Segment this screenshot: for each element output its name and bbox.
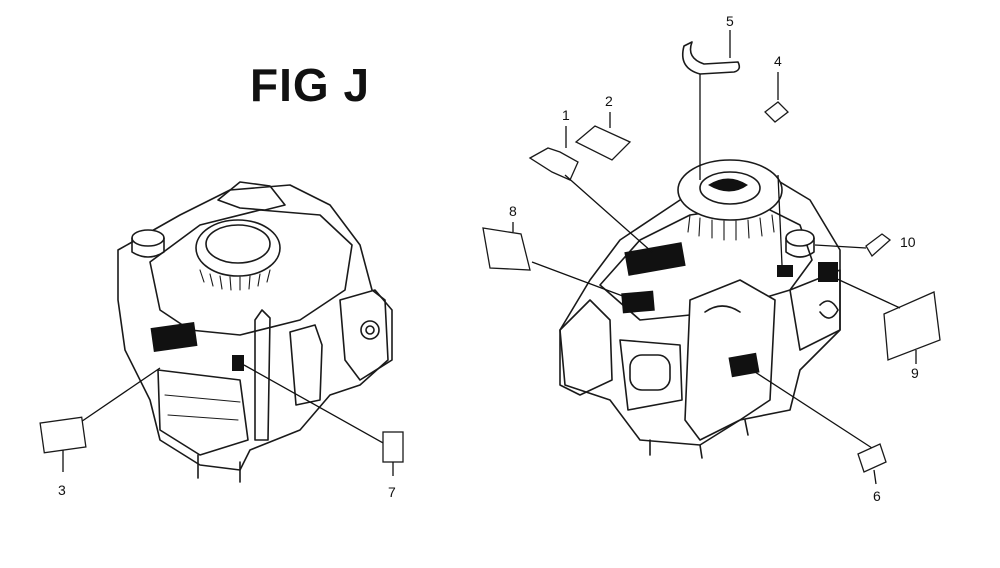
leader-10	[814, 244, 867, 249]
leader-1	[564, 174, 653, 253]
left-engine	[117, 181, 393, 483]
leader-7	[243, 364, 386, 445]
leader-8	[531, 261, 629, 299]
left-engine-bolt	[360, 320, 380, 340]
label-card-9	[883, 291, 941, 361]
left-engine-right-bracket	[339, 289, 393, 381]
right-engine-decal-9	[818, 262, 838, 282]
right-engine-decal-8	[621, 290, 655, 314]
leader-3	[71, 367, 161, 429]
callout-2: 2	[605, 93, 613, 109]
right-engine-dome-swirl	[708, 178, 748, 192]
right-engine-window	[629, 354, 671, 391]
left-engine-fins	[199, 269, 271, 291]
callout-8: 8	[509, 203, 517, 219]
right-engine-dome-inner	[699, 171, 761, 205]
label-card-8	[482, 227, 531, 271]
right-engine-fins	[687, 214, 775, 241]
label-card-1	[528, 147, 579, 181]
right-engine-front-box-slot	[704, 305, 741, 313]
right-engine-decal-1	[624, 242, 686, 276]
right-engine-decal-4	[777, 265, 793, 277]
leader-4	[777, 174, 783, 266]
left-engine-top-handle	[217, 181, 286, 211]
label-card-6	[857, 443, 887, 473]
left-engine-cap	[131, 229, 165, 247]
right-engine	[559, 159, 841, 459]
right-engine-legs	[649, 419, 749, 459]
right-engine-oil-pan	[619, 339, 683, 411]
callout-9: 9	[911, 365, 919, 381]
leader-6	[754, 371, 873, 449]
leader-9	[834, 277, 901, 309]
callout-3: 3	[58, 482, 66, 498]
left-engine-shroud	[149, 209, 353, 336]
label-card-2	[574, 125, 632, 161]
right-engine-shroud	[599, 204, 813, 321]
right-engine-left-housing	[559, 299, 613, 396]
left-engine-sump-lines	[164, 394, 241, 421]
leader-6-tail	[873, 469, 877, 485]
left-engine-decal-7	[232, 355, 244, 371]
left-engine-legs	[197, 454, 241, 483]
label-card-10	[865, 233, 892, 258]
left-engine-cap-side	[131, 237, 165, 258]
label-card-3	[39, 416, 87, 454]
left-engine-sump	[157, 369, 249, 456]
label-card-4	[764, 101, 789, 123]
left-engine-bolt-inner	[365, 325, 375, 335]
right-engine-decal-6	[728, 352, 760, 378]
left-callouts: 3 7	[39, 364, 404, 500]
left-engine-dome-inner	[205, 224, 271, 264]
left-engine-decal-3	[150, 322, 198, 352]
label-card-7	[382, 431, 404, 463]
callout-4: 4	[774, 53, 782, 69]
figure-title: FIG J	[250, 59, 371, 111]
right-engine-side-curl	[819, 300, 839, 319]
callout-10: 10	[900, 234, 916, 250]
callout-6: 6	[873, 488, 881, 504]
callout-7: 7	[388, 484, 396, 500]
callout-1: 1	[562, 107, 570, 123]
right-engine-cap-side	[785, 237, 815, 258]
left-engine-dome	[195, 219, 281, 277]
right-callouts: 5 4 2 1 8 10 9 6	[482, 13, 941, 504]
label-card-5	[681, 41, 741, 75]
callout-5: 5	[726, 13, 734, 29]
right-engine-cap	[785, 229, 815, 247]
